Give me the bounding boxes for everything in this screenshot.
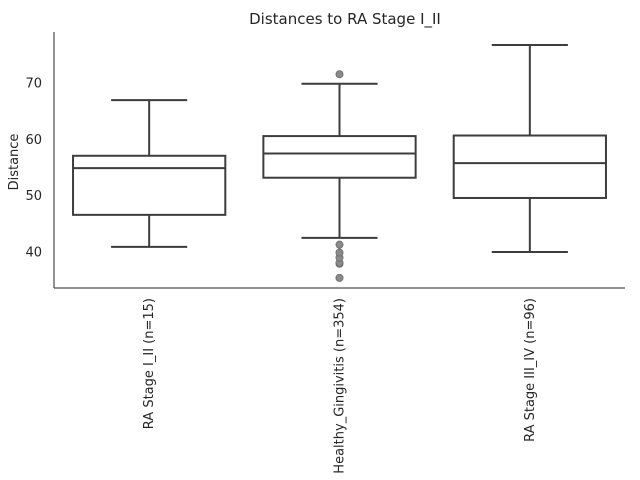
y-axis-label: Distance <box>7 134 22 191</box>
iqr-box <box>72 154 227 216</box>
outlier-point <box>335 248 344 257</box>
y-tick-label: 70 <box>25 77 42 92</box>
x-tick-label: RA Stage III_IV (n=96) <box>523 298 538 442</box>
axes <box>53 32 625 289</box>
y-tick-label: 50 <box>25 189 42 204</box>
y-tick-label: 40 <box>25 245 42 260</box>
iqr-box <box>262 135 417 179</box>
x-tick-label: RA Stage I_II (n=15) <box>142 298 157 429</box>
y-axis-ticks: 40 50 60 70 <box>25 77 42 261</box>
outlier-point <box>335 240 344 249</box>
box-2 <box>262 70 417 282</box>
y-tick-label: 60 <box>25 133 42 148</box>
box-group <box>72 43 607 282</box>
outlier-point <box>335 70 344 79</box>
iqr-box <box>452 134 607 199</box>
box-3 <box>452 43 607 253</box>
x-axis-ticks: RA Stage I_II (n=15) Healthy_Gingivitis (… <box>142 298 538 474</box>
chart-title: Distances to RA Stage I_II <box>249 10 441 29</box>
x-tick-label: Healthy_Gingivitis (n=354) <box>333 298 348 474</box>
outlier-point <box>335 273 344 282</box>
box-1 <box>72 99 227 248</box>
